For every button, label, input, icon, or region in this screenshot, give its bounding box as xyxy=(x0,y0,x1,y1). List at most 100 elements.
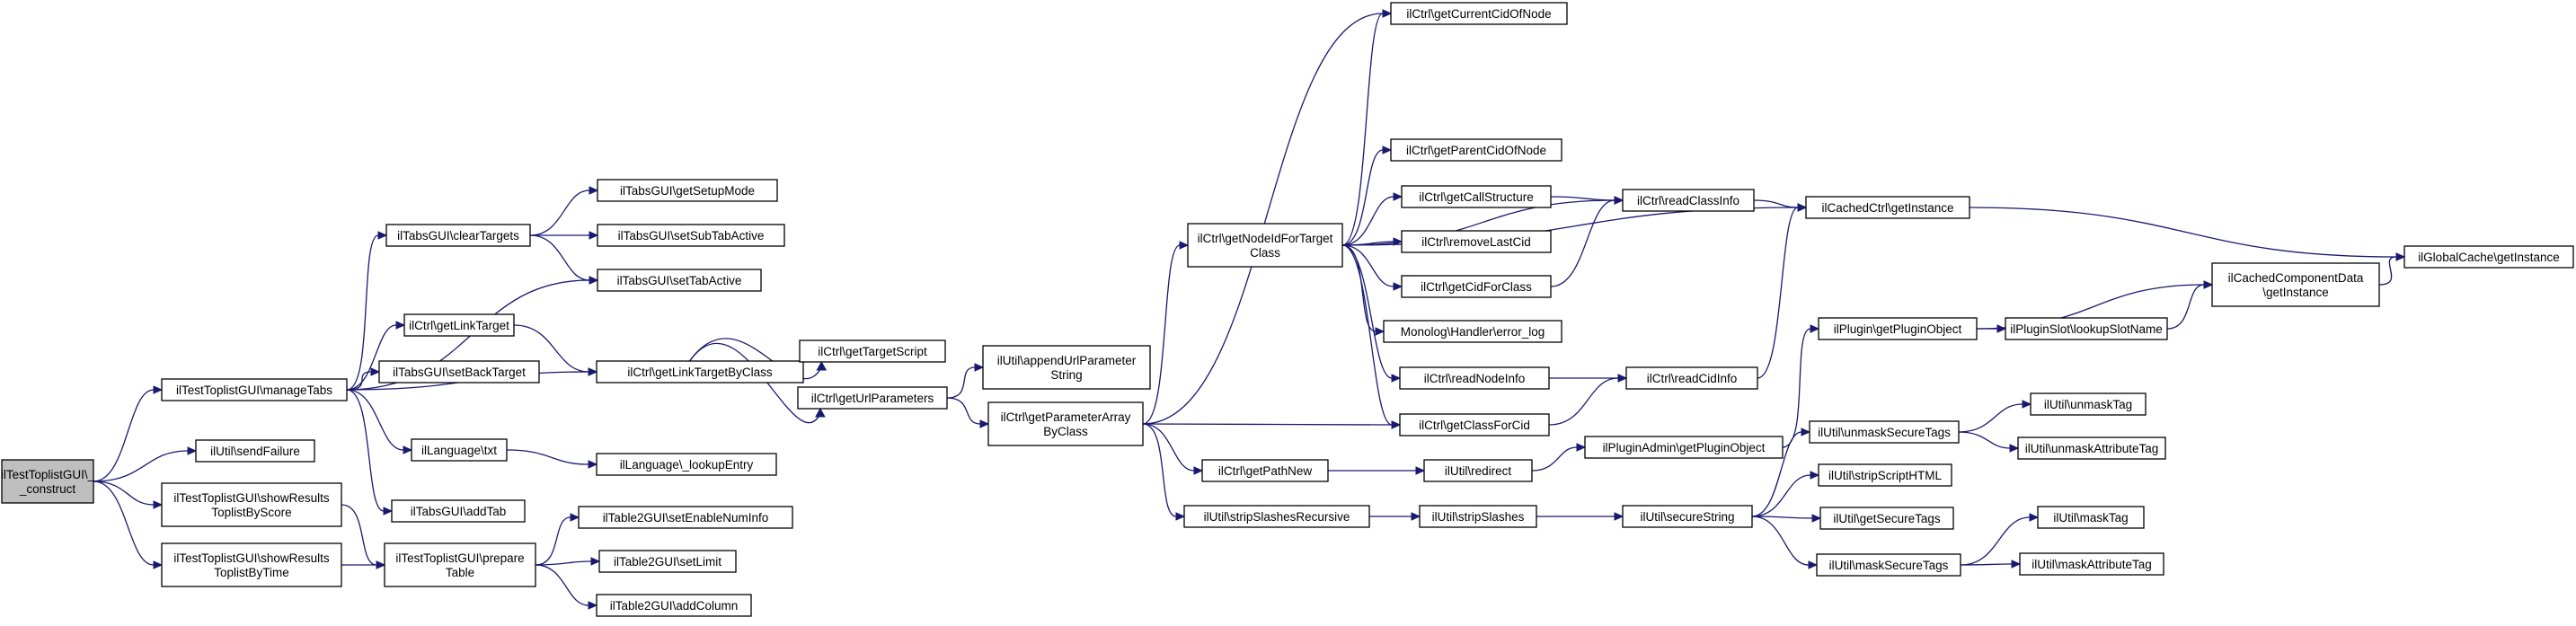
node-box xyxy=(1383,320,1562,343)
node-get-plugin-object-admin[interactable]: ilPluginAdmin\getPluginObject xyxy=(1584,436,1784,459)
node-label-line: ilTable2GUI\addColumn xyxy=(610,599,739,613)
node-error-log[interactable]: Monolog\Handler\error_log xyxy=(1383,320,1562,343)
node-get-secure-tags[interactable]: ilUtil\getSecureTags xyxy=(1819,507,1954,530)
node-unmask-tag[interactable]: ilUtil\unmaskTag xyxy=(2030,392,2147,416)
node-secure-string[interactable]: ilUtil\secureString xyxy=(1622,505,1753,528)
node-lookup-entry[interactable]: ilLanguage\_lookupEntry xyxy=(596,453,777,476)
node-box xyxy=(2017,436,2166,460)
node-strip-slashes[interactable]: ilUtil\stripSlashes xyxy=(1419,505,1537,528)
node-label-line: ilTabsGUI\addTab xyxy=(411,505,507,518)
node-set-limit[interactable]: ilTable2GUI\setLimit xyxy=(598,550,737,573)
node-label-line: ilPluginAdmin\getPluginObject xyxy=(1603,441,1766,454)
node-box xyxy=(2019,552,2164,576)
node-label-line: ilCtrl\getUrlParameters xyxy=(811,392,934,405)
node-get-link-target[interactable]: ilCtrl\getLinkTarget xyxy=(403,313,515,337)
node-get-current-cid-of-node[interactable]: ilCtrl\getCurrentCidOfNode xyxy=(1390,2,1568,25)
node-read-cid-info[interactable]: ilCtrl\readCidInfo xyxy=(1625,366,1758,390)
node-manage-tabs[interactable]: ilTestToplistGUI\manageTabs xyxy=(161,378,348,401)
node-clear-targets[interactable]: ilTabsGUI\clearTargets xyxy=(385,224,531,247)
node-get-path-new[interactable]: ilCtrl\getPathNew xyxy=(1201,459,1329,482)
node-label-line: ilTestToplistGUI\showResults xyxy=(173,551,330,565)
node-box xyxy=(1,459,94,504)
node-box xyxy=(1816,553,1961,577)
node-mask-secure-tags[interactable]: ilUtil\maskSecureTags xyxy=(1816,553,1961,577)
node-label-line: ilTabsGUI\setSubTabActive xyxy=(618,229,765,242)
node-add-tab[interactable]: ilTabsGUI\addTab xyxy=(391,499,526,523)
node-send-failure[interactable]: ilUtil\sendFailure xyxy=(195,439,315,463)
node-global-cache[interactable]: ilGlobalCache\getInstance xyxy=(2403,245,2574,269)
node-redirect[interactable]: ilUtil\redirect xyxy=(1423,459,1533,482)
node-strip-slashes-recursive[interactable]: ilUtil\stripSlashesRecursive xyxy=(1183,505,1370,528)
node-label-line: ilTestToplistGUI\showResults xyxy=(173,491,330,505)
node-lang-txt[interactable]: ilLanguage\txt xyxy=(411,438,508,462)
node-strip-script-html[interactable]: ilUtil\stripScriptHTML xyxy=(1818,463,1952,487)
node-get-target-script[interactable]: ilCtrl\getTargetScript xyxy=(799,339,946,363)
node-box xyxy=(1401,185,1552,208)
edge-show-score-to-prepare-table xyxy=(341,504,386,569)
node-construct[interactable]: ilTestToplistGUI\__construct xyxy=(1,459,95,504)
node-label-line: ilCtrl\readNodeInfo xyxy=(1424,372,1526,385)
node-label-line: ByClass xyxy=(1043,425,1088,438)
edge-construct-to-send-failure xyxy=(93,446,198,482)
node-label-line: ilCtrl\getLinkTargetByClass xyxy=(627,366,773,379)
node-get-url-parameters[interactable]: ilCtrl\getUrlParameters xyxy=(797,386,948,410)
node-cached-component-data[interactable]: ilCachedComponentData\getInstance xyxy=(2211,262,2380,307)
node-get-call-structure[interactable]: ilCtrl\getCallStructure xyxy=(1401,185,1552,208)
node-get-class-for-cid[interactable]: ilCtrl\getClassForCid xyxy=(1399,413,1550,436)
node-show-time[interactable]: ilTestToplistGUI\showResultsToplistByTim… xyxy=(161,542,342,587)
node-box xyxy=(411,438,508,462)
node-box xyxy=(1819,507,1954,530)
node-label-line: ilUtil\maskSecureTags xyxy=(1829,559,1949,572)
node-add-column[interactable]: ilTable2GUI\addColumn xyxy=(596,594,752,617)
node-label-line: ilUtil\stripSlashes xyxy=(1432,510,1525,524)
node-set-back-target[interactable]: ilTabsGUI\setBackTarget xyxy=(378,360,540,384)
node-get-parent-cid-of-node[interactable]: ilCtrl\getParentCidOfNode xyxy=(1390,138,1562,162)
edge-unmask-secure-tags-to-unmask-tag xyxy=(1958,400,2032,433)
node-mask-tag[interactable]: ilUtil\maskTag xyxy=(2037,506,2145,529)
node-label-line: ilCtrl\getParentCidOfNode xyxy=(1406,144,1546,157)
node-box xyxy=(384,542,536,587)
node-label-line: Table xyxy=(446,566,474,579)
node-unmask-secure-tags[interactable]: ilUtil\unmaskSecureTags xyxy=(1809,420,1960,444)
node-set-enable-num-info[interactable]: ilTable2GUI\setEnableNumInfo xyxy=(578,506,793,529)
node-read-class-info[interactable]: ilCtrl\readClassInfo xyxy=(1622,189,1755,212)
node-read-node-info[interactable]: ilCtrl\readNodeInfo xyxy=(1399,366,1550,390)
edge-secure-string-to-strip-script-html xyxy=(1751,471,1820,517)
node-mask-attribute-tag[interactable]: ilUtil\maskAttributeTag xyxy=(2019,552,2164,576)
node-get-setup-mode[interactable]: ilTabsGUI\getSetupMode xyxy=(597,179,778,202)
node-box xyxy=(2403,245,2574,269)
node-get-link-target-by-class[interactable]: ilCtrl\getLinkTargetByClass xyxy=(596,360,804,384)
node-remove-last-cid[interactable]: ilCtrl\removeLastCid xyxy=(1401,230,1552,253)
edge-get-parameter-array-by-class-to-get-path-new xyxy=(1142,423,1204,475)
node-box xyxy=(1818,317,1978,340)
node-label-line: ilUtil\maskTag xyxy=(2053,511,2128,525)
node-unmask-attribute-tag[interactable]: ilUtil\unmaskAttributeTag xyxy=(2017,436,2166,460)
node-show-score[interactable]: ilTestToplistGUI\showResultsToplistBySco… xyxy=(161,482,342,527)
edge-strip-slashes-recursive-to-strip-slashes xyxy=(1369,512,1421,521)
edge-get-link-target-by-class-to-get-target-script xyxy=(688,338,828,380)
node-set-sub-tab-active[interactable]: ilTabsGUI\setSubTabActive xyxy=(597,224,785,247)
node-box xyxy=(403,313,515,337)
node-cached-ctrl-get-instance[interactable]: ilCachedCtrl\getInstance xyxy=(1805,196,1970,219)
node-box xyxy=(1622,189,1755,212)
node-box xyxy=(161,542,342,587)
node-box xyxy=(987,401,1144,446)
edge-get-url-parameters-to-append-url-parameter-string xyxy=(946,363,985,399)
node-plugin-get-plugin-object[interactable]: ilPlugin\getPluginObject xyxy=(1818,317,1978,340)
edge-get-link-target-to-get-link-target-by-class xyxy=(513,324,598,376)
edge-redirect-to-get-plugin-object-admin xyxy=(1531,443,1587,472)
node-lookup-slot-name[interactable]: ilPluginSlot\lookupSlotName xyxy=(2005,317,2168,340)
node-label-line: _construct xyxy=(19,482,76,496)
node-label-line: ilGlobalCache\getInstance xyxy=(2418,251,2560,264)
edge-manage-tabs-to-lang-txt xyxy=(346,389,413,454)
node-box xyxy=(1625,366,1758,390)
node-label-line: ilCtrl\getClassForCid xyxy=(1419,419,1530,432)
node-label-line: ilCtrl\getTargetScript xyxy=(818,345,927,358)
node-set-tab-active[interactable]: ilTabsGUI\setTabActive xyxy=(597,269,762,292)
node-label-line: ilTabsGUI\clearTargets xyxy=(397,229,519,242)
node-get-cid-for-class[interactable]: ilCtrl\getCidForClass xyxy=(1401,275,1552,298)
